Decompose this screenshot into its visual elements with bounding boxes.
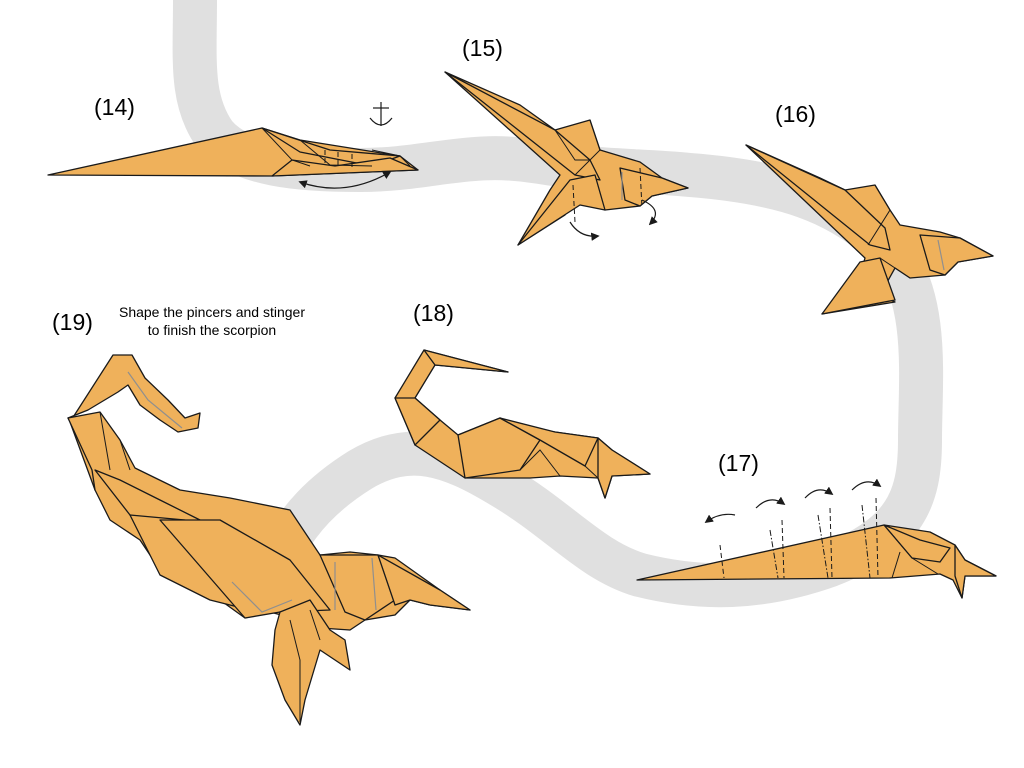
fold-arrow-icon xyxy=(704,513,736,523)
fold-arrow-icon xyxy=(804,486,834,499)
caption-line-1: Shape the pincers and stinger xyxy=(118,304,305,320)
fold-arrow-icon xyxy=(851,478,882,491)
fold-arrow-icon xyxy=(641,199,658,226)
step-17-label: (17) xyxy=(718,450,759,476)
step-17-model xyxy=(636,497,997,599)
fold-arrow-icon xyxy=(569,221,600,241)
push-fold-symbol-icon xyxy=(369,102,393,126)
step-19-caption: Shape the pincers and stinger to finish … xyxy=(104,303,320,339)
step-14-model xyxy=(47,127,419,177)
fold-arrow-icon xyxy=(755,496,786,509)
step-19-label: (19) xyxy=(52,309,93,335)
step-18-model xyxy=(394,349,651,499)
step-15-label: (15) xyxy=(462,35,503,61)
step-14-label: (14) xyxy=(94,94,135,120)
fold-arrow-icon xyxy=(298,171,392,189)
step-18-label: (18) xyxy=(413,300,454,326)
flow-path-band xyxy=(172,0,944,608)
step-19-model xyxy=(67,354,471,726)
step-15-model xyxy=(444,71,689,246)
step-16-model xyxy=(745,144,994,315)
step-16-label: (16) xyxy=(775,101,816,127)
caption-line-2: to finish the scorpion xyxy=(147,322,277,338)
